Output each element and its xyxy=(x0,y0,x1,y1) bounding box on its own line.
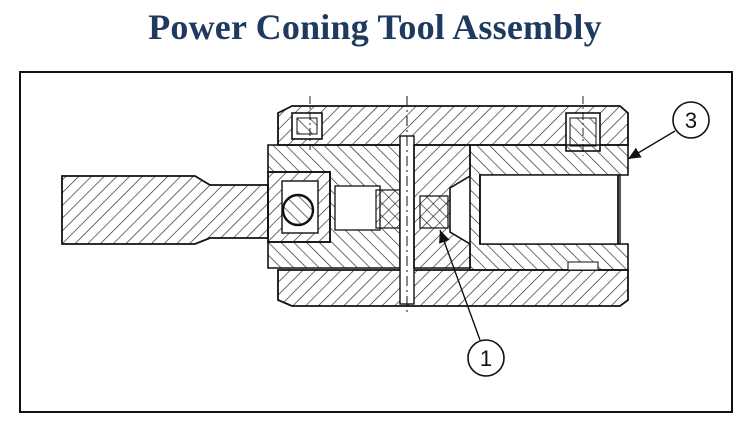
handle-shank xyxy=(61,171,331,245)
callout-3-label: 3 xyxy=(685,108,697,133)
callout-1: 1 xyxy=(439,229,505,377)
callout-1-label: 1 xyxy=(480,346,492,371)
inner-body-right xyxy=(469,144,629,271)
drawing-frame xyxy=(19,71,733,413)
inner-body-left xyxy=(267,144,401,269)
inner-pin xyxy=(413,144,471,269)
diagram-title: Power Coning Tool Assembly xyxy=(148,7,602,47)
center-pin xyxy=(399,96,415,312)
callout-3: 3 xyxy=(627,101,710,160)
